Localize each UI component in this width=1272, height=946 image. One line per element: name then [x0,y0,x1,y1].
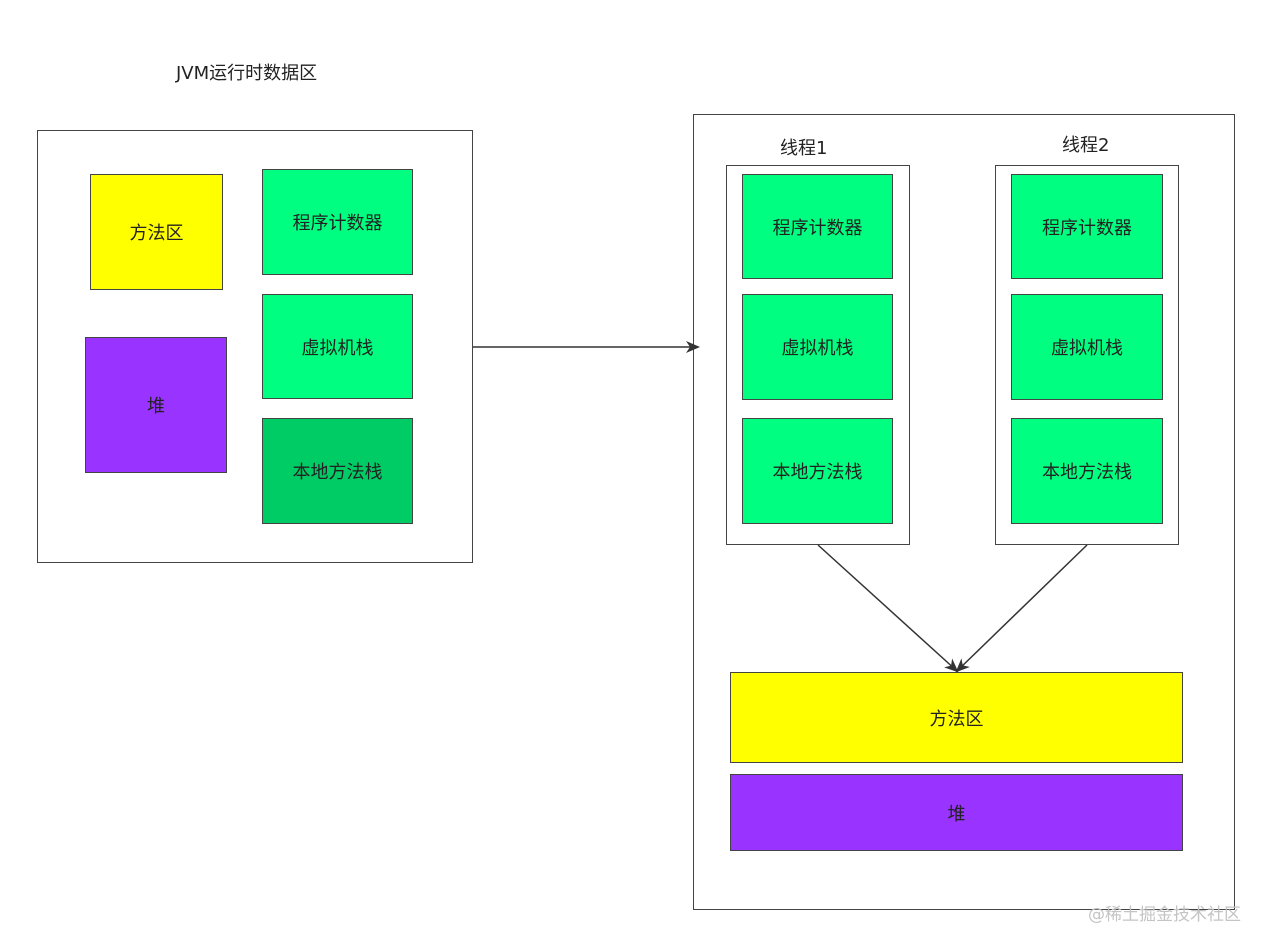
thread-2-native-stack-box: 本地方法栈 [1011,418,1163,524]
diagram-title: JVM运行时数据区 [176,63,318,84]
shared-heap-box: 堆 [730,774,1183,851]
right-runtime-area-frame [693,114,1235,910]
thread-2-program-counter-box: 程序计数器 [1011,174,1163,279]
arrow-thread-1-to-method-area [817,544,959,673]
thread-1-vm-stack-box: 虚拟机栈 [742,294,893,400]
left-program-counter-box: 程序计数器 [262,169,413,275]
watermark: @稀土掘金技术社区 [1088,905,1241,925]
thread-2-vm-stack-box: 虚拟机栈 [1011,294,1163,400]
thread-2-label: 线程2 [1062,135,1110,156]
thread-1-frame [726,165,910,545]
left-vm-stack-box: 虚拟机栈 [262,294,413,399]
thread-1-native-stack-box: 本地方法栈 [742,418,893,524]
thread-1-program-counter-box: 程序计数器 [742,174,893,279]
left-method-area-box: 方法区 [90,174,223,290]
thread-1-label: 线程1 [780,138,828,159]
arrow-thread-2-to-method-area [955,544,1088,673]
left-heap-box: 堆 [85,337,227,473]
left-runtime-area-frame [37,130,473,563]
thread-2-frame [995,165,1179,545]
shared-method-area-box: 方法区 [730,672,1183,763]
left-native-stack-box: 本地方法栈 [262,418,413,524]
